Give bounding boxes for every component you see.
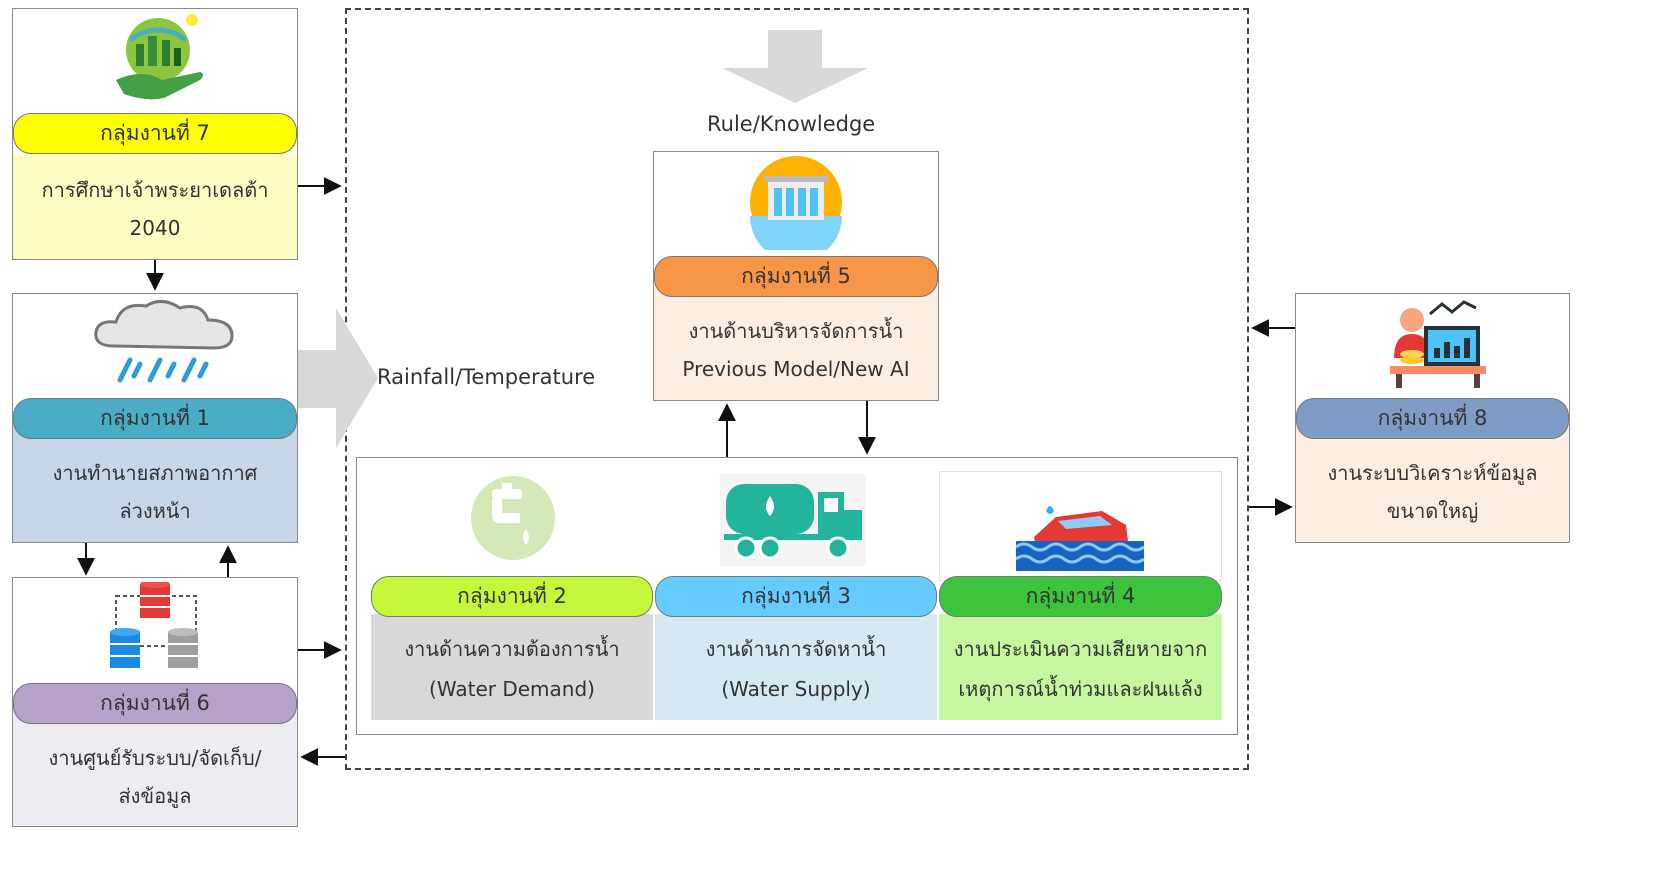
group-6-title: กลุ่มงานที่ 6 <box>13 683 297 724</box>
group-7-line-1: การศึกษาเจ้าพระยาเดลต้า <box>41 178 269 202</box>
group-3-desc-bg <box>655 614 937 720</box>
group-5-title: กลุ่มงานที่ 5 <box>654 256 938 297</box>
dam-icon <box>750 156 842 250</box>
group-1-desc-bg <box>13 419 297 542</box>
group-5-description: งานด้านบริหารจัดการน้ำ Previous Model/Ne… <box>654 304 938 396</box>
group-1-description: งานทำนายสภาพอากาศ ล่วงหน้า <box>13 446 297 538</box>
rainfall-temperature-label: Rainfall/Temperature <box>377 365 596 389</box>
group-6-description: งานศูนย์รับระบบ/จัดเก็บ/ ส่งข้อมูล <box>13 731 297 823</box>
data-analyst-icon <box>1390 300 1486 388</box>
database-icon <box>110 582 198 668</box>
group-5-line-1: งานด้านบริหารจัดการน้ำ <box>688 319 904 343</box>
group-3-line-2: (Water Supply) <box>721 677 871 701</box>
group-1-line-1: งานทำนายสภาพอากาศ <box>52 461 258 485</box>
group-2-line-1: งานด้านความต้องการน้ำ <box>404 637 620 661</box>
group-2-title: กลุ่มงานที่ 2 <box>371 576 653 617</box>
rule-knowledge-arrow <box>722 30 868 103</box>
group-1-line-2: ล่วงหน้า <box>119 499 191 523</box>
group-8-line-2: ขนาดใหญ่ <box>1386 499 1479 523</box>
group-6-line-1: งานศูนย์รับระบบ/จัดเก็บ/ <box>48 746 262 770</box>
group-3-description: งานด้านการจัดหาน้ำ (Water Supply) <box>655 622 937 716</box>
group-2-desc-bg <box>371 614 653 720</box>
group-4-description: งานประเมินความเสียหายจาก เหตุการณ์น้ำท่ว… <box>939 622 1222 716</box>
green-city-hand-icon <box>116 14 203 100</box>
rainfall-arrow <box>298 308 378 448</box>
rain-cloud-icon <box>94 300 234 383</box>
group-3-title: กลุ่มงานที่ 3 <box>655 576 937 617</box>
water-truck-icon <box>720 474 866 566</box>
group-2-line-2: (Water Demand) <box>429 677 595 701</box>
group-8-title: กลุ่มงานที่ 8 <box>1296 398 1569 439</box>
group-4-title: กลุ่มงานที่ 4 <box>939 576 1222 617</box>
group-4-line-2: เหตุการณ์น้ำท่วมและฝนแล้ง <box>958 677 1203 701</box>
group-7-desc-bg <box>13 154 297 259</box>
group-4-line-1: งานประเมินความเสียหายจาก <box>953 637 1208 661</box>
group-7-line-2: 2040 <box>129 216 181 240</box>
group-7-description: การศึกษาเจ้าพระยาเดลต้า 2040 <box>13 163 297 255</box>
group-6-line-2: ส่งข้อมูล <box>118 784 192 808</box>
rule-knowledge-label: Rule/Knowledge <box>707 112 876 136</box>
water-tap-icon <box>471 476 555 560</box>
group-8-desc-bg <box>1296 419 1569 542</box>
group-3-line-1: งานด้านการจัดหาน้ำ <box>705 637 887 661</box>
flooded-car-icon <box>1016 506 1144 571</box>
group-8-line-1: งานระบบวิเคราะห์ข้อมูล <box>1327 461 1538 485</box>
group-7-title: กลุ่มงานที่ 7 <box>13 113 297 154</box>
group-1-title: กลุ่มงานที่ 1 <box>13 398 297 439</box>
group-5-desc-bg <box>654 277 938 400</box>
group-4-desc-bg <box>939 614 1222 720</box>
group-2-description: งานด้านความต้องการน้ำ (Water Demand) <box>371 622 653 716</box>
group-5-line-2: Previous Model/New AI <box>682 357 910 381</box>
group-8-description: งานระบบวิเคราะห์ข้อมูล ขนาดใหญ่ <box>1296 446 1569 538</box>
